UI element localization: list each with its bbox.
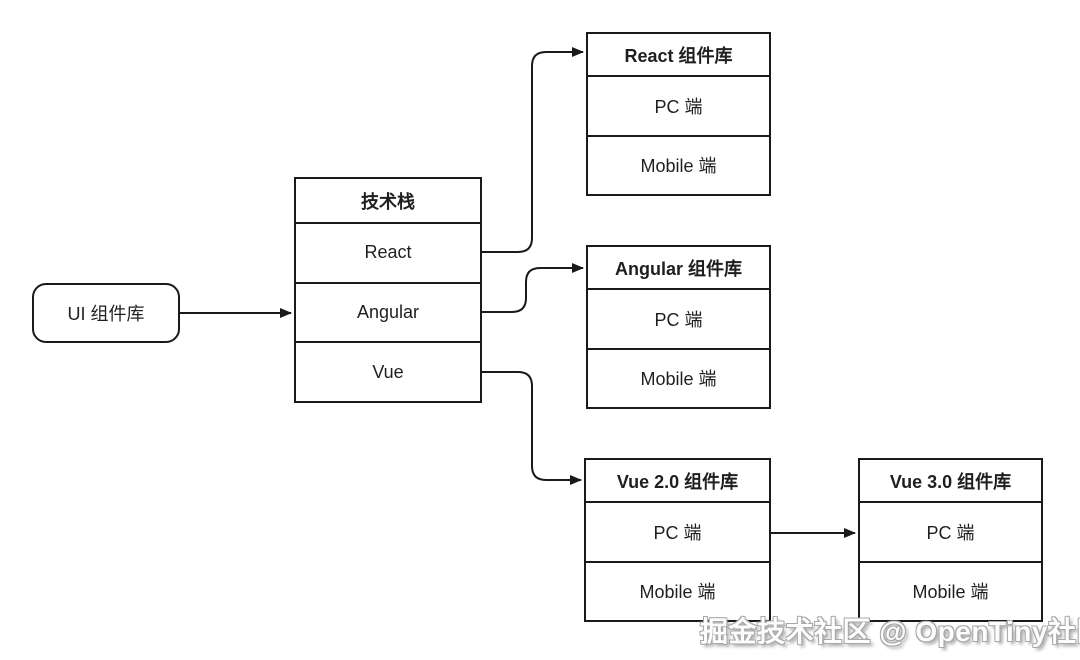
node-title: Vue 2.0 组件库 bbox=[586, 460, 769, 503]
node-row-react: React bbox=[296, 224, 480, 284]
node-row-pc: PC 端 bbox=[588, 77, 769, 137]
node-tech-stack: 技术栈 React Angular Vue bbox=[294, 177, 482, 403]
node-row-angular: Angular bbox=[296, 284, 480, 344]
node-angular-library: Angular 组件库 PC 端 Mobile 端 bbox=[586, 245, 771, 409]
node-row-mobile: Mobile 端 bbox=[639, 582, 716, 603]
node-row-mobile: Mobile 端 bbox=[640, 156, 717, 177]
arrow-vue-to-vue2-library bbox=[482, 371, 582, 485]
node-vue2-library: Vue 2.0 组件库 PC 端 Mobile 端 bbox=[584, 458, 771, 622]
node-title: Vue 3.0 组件库 bbox=[860, 460, 1041, 503]
node-row-vue: Vue bbox=[372, 361, 404, 382]
node-row-pc: PC 端 bbox=[860, 503, 1041, 563]
node-row-pc: PC 端 bbox=[588, 290, 769, 350]
node-vue3-library: Vue 3.0 组件库 PC 端 Mobile 端 bbox=[858, 458, 1043, 622]
node-react-library: React 组件库 PC 端 Mobile 端 bbox=[586, 32, 771, 196]
arrow-angular-to-angular-library bbox=[482, 263, 584, 313]
arrow-react-to-react-library bbox=[482, 47, 584, 253]
node-row-mobile: Mobile 端 bbox=[912, 582, 989, 603]
node-label: UI 组件库 bbox=[67, 304, 145, 324]
node-title: Angular 组件库 bbox=[588, 247, 769, 290]
node-title: React 组件库 bbox=[588, 34, 769, 77]
node-row-mobile: Mobile 端 bbox=[640, 369, 717, 390]
node-ui-component-library: UI 组件库 bbox=[32, 283, 180, 343]
watermark: 掘金技术社区 @ OpenTiny社区 bbox=[700, 616, 1080, 647]
node-row-pc: PC 端 bbox=[586, 503, 769, 563]
node-title: 技术栈 bbox=[296, 179, 480, 224]
